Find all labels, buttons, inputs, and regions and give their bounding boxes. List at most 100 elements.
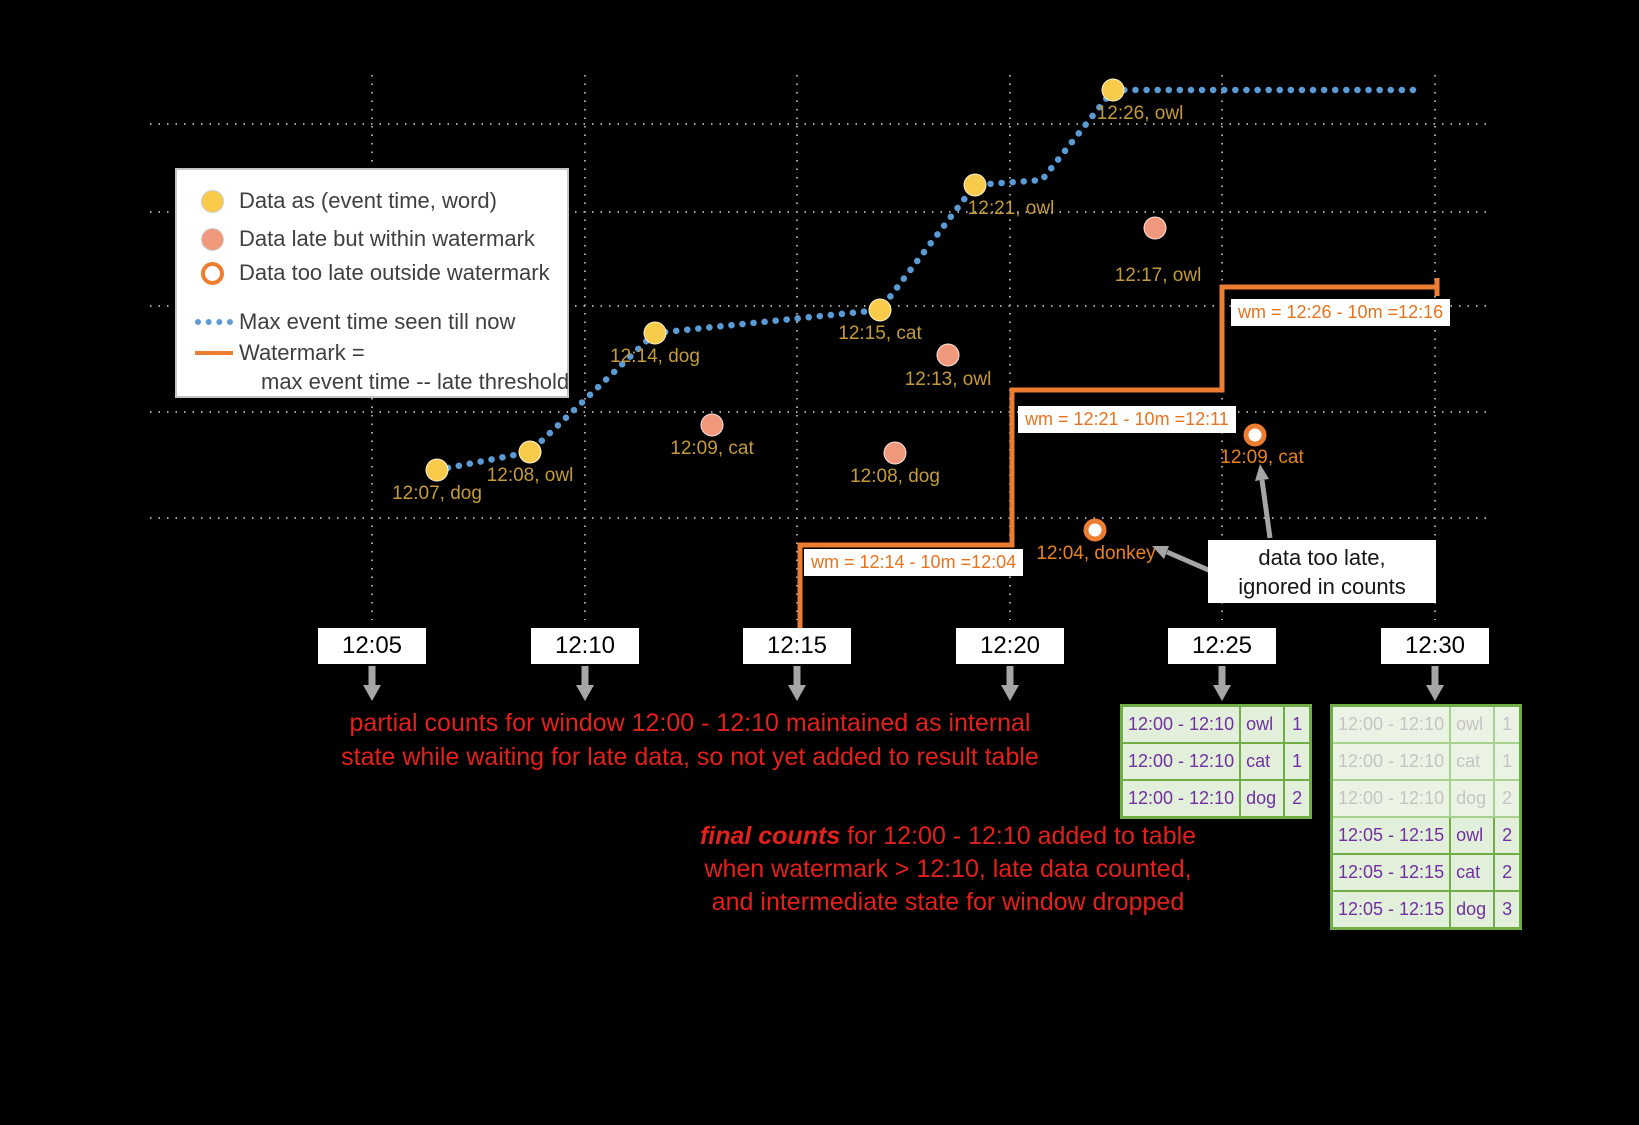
count-cell: 1 xyxy=(1493,704,1522,744)
legend-item-on-time: Data as (event time, word) xyxy=(239,188,497,213)
annotation-line: and intermediate state for window droppe… xyxy=(711,888,1185,916)
count-cell: 1 xyxy=(1283,742,1312,781)
count-cell: 2 xyxy=(1493,853,1522,892)
window-cell: 12:05 - 12:15 xyxy=(1330,890,1452,930)
table-row-dropped: 12:00 - 12:10 dog 2 xyxy=(1330,779,1522,818)
annotation-line: final counts for 12:00 - 12:10 added to … xyxy=(698,820,1198,853)
final-counts-annotation: final counts for 12:00 - 12:10 added to … xyxy=(698,820,1198,919)
on-time-point xyxy=(1101,78,1125,102)
point-label: 12:08, dog xyxy=(850,466,940,487)
word-cell: cat xyxy=(1239,742,1286,781)
trigger-arrow-head xyxy=(363,685,381,701)
table-row: 12:05 - 12:15 cat 2 xyxy=(1330,853,1522,892)
axis-tick-12-30: 12:30 xyxy=(1381,628,1489,664)
point-label: 12:13, owl xyxy=(904,369,992,390)
too-late-note-arrows xyxy=(1152,464,1273,575)
trigger-arrow-head xyxy=(576,685,594,701)
window-cell: 12:05 - 12:15 xyxy=(1330,853,1452,892)
table-row-dropped: 12:00 - 12:10 owl 1 xyxy=(1330,704,1522,744)
late-point xyxy=(700,413,724,437)
axis-tick-12-20: 12:20 xyxy=(956,628,1064,664)
too-late-note-line: ignored in counts xyxy=(1238,574,1406,599)
result-table-intermediate: 12:00 - 12:10 owl 1 12:00 - 12:10 cat 1 … xyxy=(1120,704,1313,819)
late-point xyxy=(1143,216,1167,240)
late-point xyxy=(883,441,907,465)
note-arrow-head xyxy=(1152,546,1169,559)
legend-item-too-late: Data too late outside watermark xyxy=(239,260,550,285)
trigger-arrows xyxy=(363,666,1444,701)
on-time-point xyxy=(518,440,542,464)
count-cell: 3 xyxy=(1493,890,1522,930)
point-label: 12:14, dog xyxy=(610,346,700,367)
watermark-label-2: wm = 12:21 - 10m =12:11 xyxy=(1018,406,1236,433)
window-cell: 12:05 - 12:15 xyxy=(1330,816,1452,855)
count-cell: 2 xyxy=(1493,816,1522,855)
table-row: 12:05 - 12:15 dog 3 xyxy=(1330,890,1522,930)
table-row: 12:00 - 12:10 dog 2 xyxy=(1120,779,1312,819)
axis-tick-12-10: 12:10 xyxy=(531,628,639,664)
on-time-dot-icon xyxy=(201,190,224,213)
too-late-point xyxy=(1243,423,1267,447)
word-cell: owl xyxy=(1449,816,1496,855)
legend-item-late: Data late but within watermark xyxy=(239,226,535,251)
watermark-line-icon xyxy=(195,351,233,355)
on-time-point xyxy=(868,298,892,322)
point-label: 12:08, owl xyxy=(486,465,574,486)
point-label: 12:26, owl xyxy=(1096,103,1184,124)
table-row-dropped: 12:00 - 12:10 cat 1 xyxy=(1330,742,1522,781)
legend-item-watermark: Watermark = xyxy=(239,340,365,365)
table-row: 12:00 - 12:10 cat 1 xyxy=(1120,742,1312,781)
table-row: 12:00 - 12:10 owl 1 xyxy=(1120,704,1312,744)
note-arrow-to-cat xyxy=(1259,479,1273,539)
window-cell: 12:00 - 12:10 xyxy=(1330,704,1452,744)
trigger-arrow-head xyxy=(788,685,806,701)
legend-item-watermark-formula: max event time -- late threshold xyxy=(261,369,570,394)
final-counts-emphasis: final counts xyxy=(699,822,841,850)
too-late-note: data too late, ignored in counts xyxy=(1208,540,1436,603)
word-cell: owl xyxy=(1239,704,1286,744)
word-cell: dog xyxy=(1449,779,1496,818)
point-label: 12:07, dog xyxy=(392,483,482,504)
window-cell: 12:00 - 12:10 xyxy=(1120,779,1242,819)
legend-item-max-event-time: Max event time seen till now xyxy=(239,309,516,334)
annotation-text: for 12:00 - 12:10 added to table xyxy=(840,822,1197,850)
axis-tick-12-15: 12:15 xyxy=(743,628,851,664)
trigger-arrow-head xyxy=(1426,685,1444,701)
on-time-point xyxy=(963,173,987,197)
annotation-line: partial counts for window 12:00 - 12:10 … xyxy=(349,709,1031,737)
table-row: 12:05 - 12:15 owl 2 xyxy=(1330,816,1522,855)
word-cell: dog xyxy=(1449,890,1496,930)
count-cell: 1 xyxy=(1283,704,1312,744)
partial-counts-annotation: partial counts for window 12:00 - 12:10 … xyxy=(322,706,1058,774)
too-late-point xyxy=(1083,518,1107,542)
too-late-note-line: data too late, xyxy=(1258,545,1386,570)
note-arrow-head xyxy=(1255,464,1269,481)
window-cell: 12:00 - 12:10 xyxy=(1330,742,1452,781)
count-cell: 2 xyxy=(1283,779,1312,819)
point-label: 12:09, cat xyxy=(1220,447,1304,468)
point-label: 12:15, cat xyxy=(838,323,922,344)
note-arrow-to-donkey xyxy=(1166,549,1214,575)
axis-tick-12-05: 12:05 xyxy=(318,628,426,664)
word-cell: cat xyxy=(1449,742,1496,781)
late-dot-icon xyxy=(201,228,224,251)
point-label: 12:21, owl xyxy=(967,198,1055,219)
on-time-point xyxy=(643,321,667,345)
count-cell: 1 xyxy=(1493,742,1522,781)
word-cell: dog xyxy=(1239,779,1286,819)
too-late-ring-icon xyxy=(201,262,224,285)
window-cell: 12:00 - 12:10 xyxy=(1120,704,1242,744)
word-cell: cat xyxy=(1449,853,1496,892)
word-cell: owl xyxy=(1449,704,1496,744)
watermark-step-line xyxy=(797,284,1437,633)
watermark-label-1: wm = 12:14 - 10m =12:04 xyxy=(804,549,1024,576)
watermark-line xyxy=(797,278,1440,633)
window-cell: 12:00 - 12:10 xyxy=(1120,742,1242,781)
point-label: 12:09, cat xyxy=(670,438,754,459)
window-cell: 12:00 - 12:10 xyxy=(1330,779,1452,818)
legend: Data as (event time, word) Data late but… xyxy=(175,168,569,398)
max-event-time-line-icon xyxy=(195,319,233,325)
on-time-point xyxy=(425,458,449,482)
